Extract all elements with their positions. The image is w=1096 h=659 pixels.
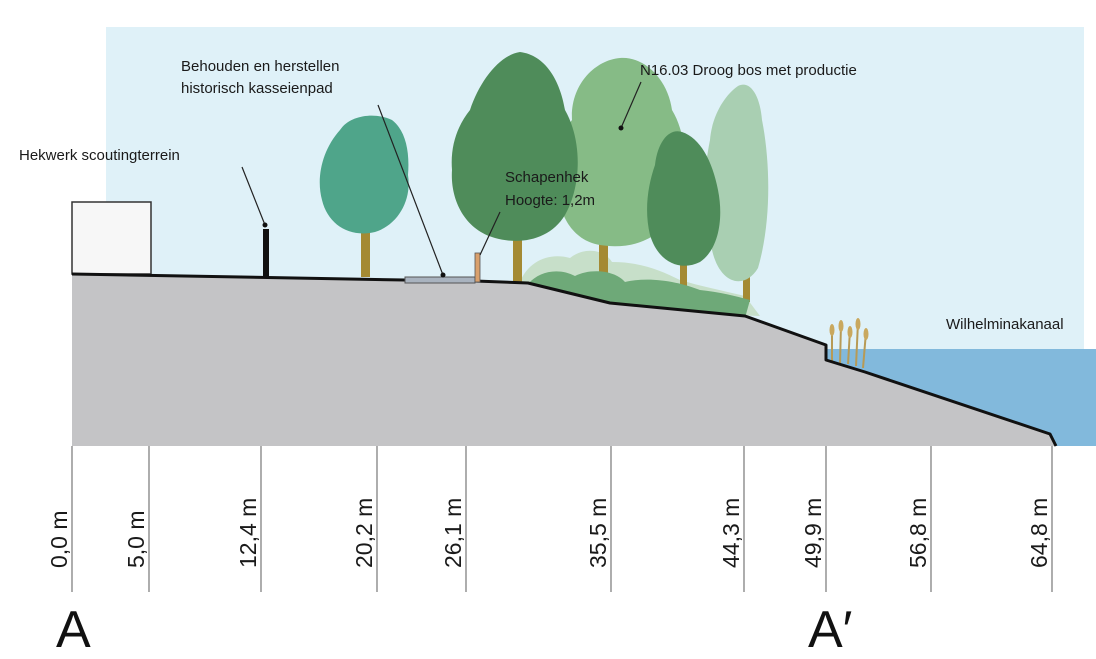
tick-label: 49,9 m bbox=[800, 498, 826, 568]
ground-profile bbox=[72, 274, 1056, 446]
label-schapenhek-line1: Schapenhek bbox=[505, 169, 589, 186]
tree-teal bbox=[319, 115, 409, 277]
tick-label: 44,3 m bbox=[718, 498, 744, 568]
reed-heads bbox=[829, 318, 869, 340]
cobblestone-path bbox=[404, 276, 476, 284]
scouting-fence bbox=[263, 229, 269, 277]
distance-ticks: 0,0 m 5,0 m 12,4 m 20,2 m 26,1 m 35,5 m 44,3 m… bbox=[46, 446, 1053, 592]
label-kasseienpad-line1: Behouden en herstellen bbox=[181, 58, 339, 75]
section-end-label: A′ bbox=[808, 601, 853, 659]
tick-label: 56,8 m bbox=[905, 498, 931, 568]
tree-dark-right bbox=[647, 131, 721, 298]
tick-label: 26,1 m bbox=[440, 498, 466, 568]
tick-label: 12,4 m bbox=[235, 498, 261, 568]
sheep-fence bbox=[474, 252, 481, 283]
label-kanaal: Wilhelminakanaal bbox=[946, 316, 1064, 333]
tick-label: 35,5 m bbox=[585, 498, 611, 568]
tick-label: 20,2 m bbox=[351, 498, 377, 568]
leader-lines bbox=[241, 81, 642, 276]
leader-dots bbox=[262, 125, 624, 278]
tree-light-right bbox=[704, 84, 769, 302]
label-bos: N16.03 Droog bos met productie bbox=[640, 62, 857, 79]
scouting-building bbox=[71, 201, 152, 275]
label-hekwerk: Hekwerk scoutingterrein bbox=[19, 147, 180, 164]
tick-label: 64,8 m bbox=[1026, 498, 1052, 568]
label-kasseienpad-line2: historisch kasseienpad bbox=[181, 80, 333, 97]
tick-label: 5,0 m bbox=[123, 510, 149, 568]
label-schapenhek-line2: Hoogte: 1,2m bbox=[505, 192, 595, 209]
understory-bushes-front bbox=[528, 271, 750, 318]
tick-label: 0,0 m bbox=[46, 510, 72, 568]
tree-dark-big bbox=[451, 52, 578, 282]
section-start-label: A bbox=[56, 601, 91, 659]
